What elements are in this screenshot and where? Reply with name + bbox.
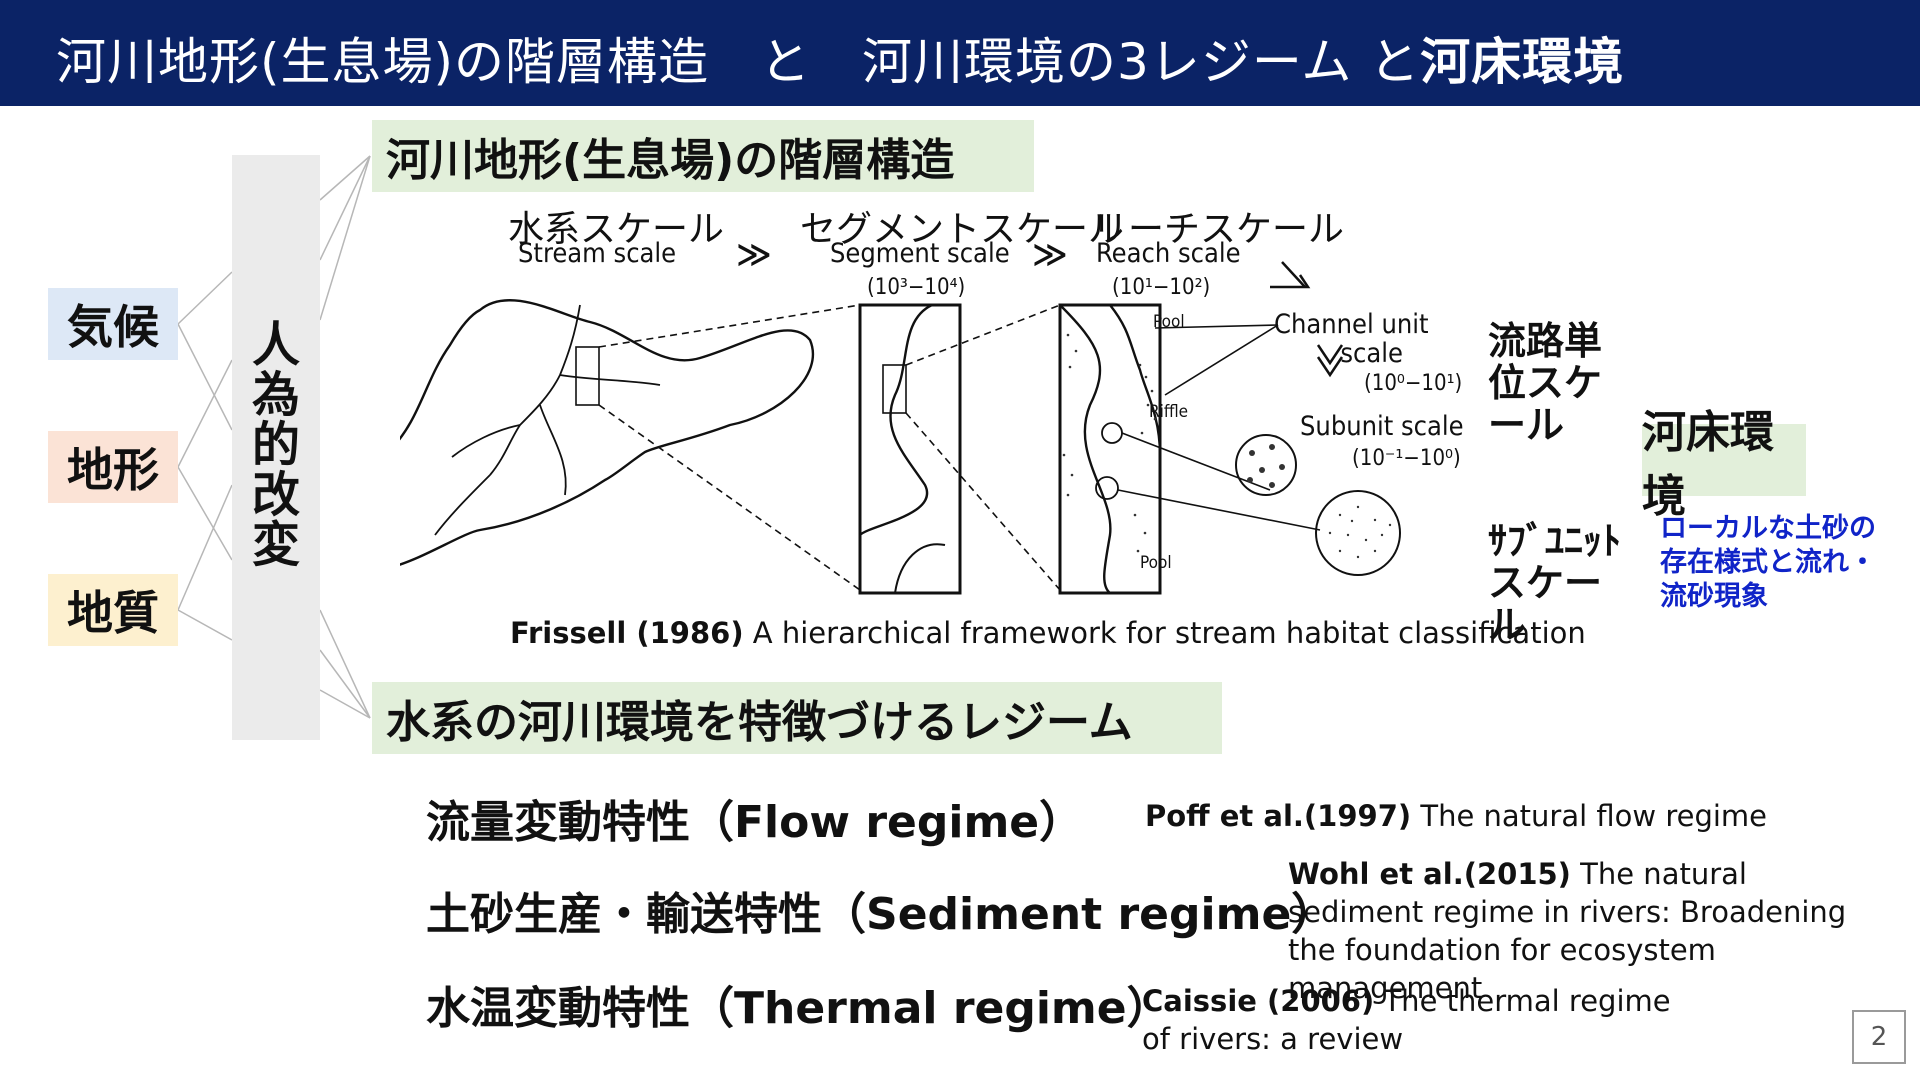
channel-unit-scale-jp: 流路単位スケール [1488, 319, 1603, 447]
reach-scale-en: Reach scale [1096, 238, 1241, 269]
human-modification-bar [232, 155, 320, 740]
page-number: 2 [1852, 1010, 1906, 1064]
pool-label-top: Pool [1153, 312, 1185, 332]
section-hierarchy-title: 河川地形(生息場)の階層構造 [372, 120, 1034, 192]
subunit-scale-jp: ｻﾌﾞﾕﾆｯﾄスケール [1488, 519, 1622, 647]
page-title-bold: 河床環境 [1420, 33, 1625, 91]
segment-scale-en: Segment scale [830, 238, 1010, 269]
factor-topography: 地形 [48, 431, 178, 503]
channel-unit-range: (10⁰−10¹) [1364, 371, 1462, 396]
factor-geology: 地質 [48, 574, 178, 646]
section-regime-title: 水系の河川環境を特徴づけるレジーム [372, 682, 1222, 754]
human-char: 為 [251, 367, 300, 423]
stream-scale-jp: 水系スケール [508, 209, 725, 250]
subunit-scale-en: Subunit scale [1300, 411, 1464, 442]
regime-flow: 流量変動特性（Flow regime） [426, 797, 1084, 848]
page-title: 河川地形(生息場)の階層構造 と 河川環境の3レジーム と河床環境 [56, 22, 1624, 94]
citation-frissell-text: A hierarchical framework for stream habi… [743, 616, 1586, 650]
bed-environment-note: ローカルな土砂の存在様式と流れ・流砂現象 [1660, 513, 1876, 612]
reach-scale-range: (10¹−10²) [1112, 275, 1210, 300]
pool-label-bottom: Pool [1140, 553, 1172, 573]
citation-caissie: Caissie (2006) The thermal regime of riv… [1142, 982, 1702, 1058]
factor-climate: 気候 [48, 288, 178, 360]
citation-poff-author: Poff et al.(1997) [1145, 799, 1412, 833]
arrow-stream-segment: ≫ [736, 232, 772, 276]
citation-wohl: Wohl et al.(2015) The natural sediment r… [1288, 855, 1888, 1007]
regime-sediment: 土砂生産・輸送特性（Sediment regime） [426, 889, 1336, 940]
citation-poff-text: The natural flow regime [1411, 799, 1768, 833]
header-bar [0, 0, 1920, 106]
citation-caissie-author: Caissie (2006) [1142, 984, 1375, 1018]
citation-caissie-text: The thermal regime of rivers: a review [1142, 984, 1671, 1056]
reach-scale-jp: リーチスケール [1092, 209, 1345, 250]
human-modification-label: 人 為 的 改 変 [232, 320, 320, 570]
human-char: 人 [251, 317, 300, 373]
channel-unit-en-2: scale [1340, 338, 1403, 369]
citation-wohl-text: The natural sediment regime in rivers: B… [1288, 857, 1847, 1005]
regime-thermal: 水温変動特性（Thermal regime） [426, 983, 1171, 1034]
human-char: 的 [251, 417, 300, 473]
human-char: 改 [251, 467, 300, 523]
subunit-scale-range: (10⁻¹−10⁰) [1352, 446, 1461, 471]
arrow-segment-reach: ≫ [1032, 232, 1068, 276]
page-title-main: 河川地形(生息場)の階層構造 と 河川環境の3レジーム と [56, 33, 1421, 91]
citation-frissell: Frissell (1986) A hierarchical framework… [510, 616, 1586, 650]
stream-scale-en: Stream scale [518, 238, 676, 269]
segment-scale-jp: セグメントスケール [800, 209, 1125, 250]
citation-wohl-author: Wohl et al.(2015) [1288, 857, 1571, 891]
bed-environment-title: 河床環境 [1642, 407, 1806, 522]
segment-scale-range: (10³−10⁴) [867, 275, 965, 300]
citation-poff: Poff et al.(1997) The natural flow regim… [1145, 797, 1767, 835]
channel-unit-en-1: Channel unit [1274, 309, 1429, 340]
habitat-hierarchy-diagram: Stream scale Segment scale (10³−10⁴) Rea… [400, 232, 1464, 595]
citation-frissell-author: Frissell (1986) [510, 616, 744, 650]
human-char: 変 [251, 517, 300, 573]
